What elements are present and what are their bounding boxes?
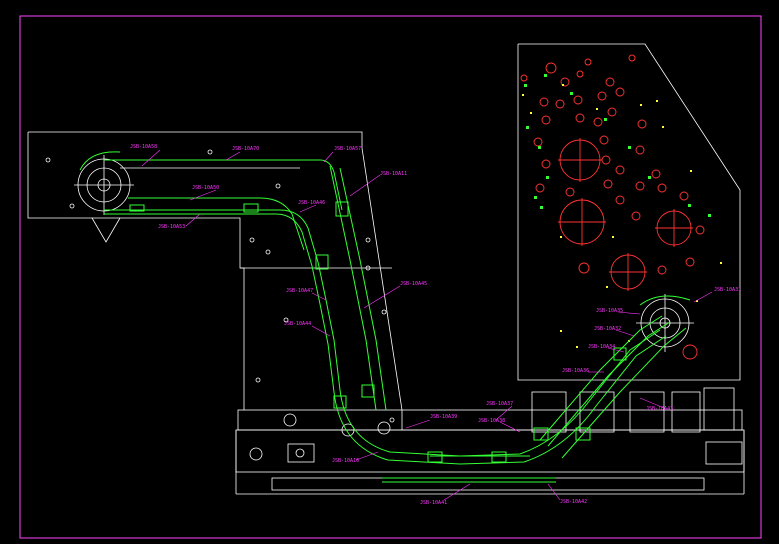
conveyor-chain — [79, 151, 691, 483]
part-label: JSB-10A38 — [478, 418, 505, 424]
leader-lines — [141, 149, 713, 501]
part-label: JSB-10A45 — [400, 281, 427, 287]
machine-outline — [27, 43, 745, 495]
part-label: JSB-10A43 — [646, 406, 673, 412]
chain-upper-run — [104, 159, 343, 211]
drawing-frame — [19, 15, 762, 539]
part-label: JSB-10A16 — [332, 458, 359, 464]
part-label: JSB-10A53 — [158, 224, 185, 230]
right-housing-holes — [520, 54, 705, 360]
left-housing-markers — [45, 149, 395, 423]
part-label: JSB-10A11 — [380, 171, 407, 177]
part-label: JSB-10A36 — [562, 368, 589, 374]
part-label: JSB-10A34 — [588, 344, 615, 350]
part-label: JSB-10A32 — [594, 326, 621, 332]
part-label: JSB-10A39 — [430, 414, 457, 420]
part-label: JSB-10A42 — [560, 499, 587, 505]
part-label: JSB-10A57 — [334, 146, 361, 152]
part-labels: JSB-10A58 JSB-10A70 JSB-10A57 JSB-10A11 … — [130, 144, 741, 506]
part-label: JSB-10A58 — [130, 144, 157, 150]
part-label: JSB-10A41 — [420, 500, 447, 506]
part-label: JSB-10A70 — [232, 146, 259, 152]
part-label: JSB-10A35 — [596, 308, 623, 314]
part-label: JSB-10A47 — [286, 288, 313, 294]
left-housing-outline — [28, 131, 403, 430]
part-label: JSB-10A50 — [192, 185, 219, 191]
green-markers — [524, 74, 711, 217]
right-housing-outline — [517, 43, 741, 381]
part-label: JSB-10A46 — [298, 200, 325, 206]
part-label: JSB-10A37 — [486, 401, 513, 407]
part-label: JSB-10A44 — [284, 321, 311, 327]
part-label: JSB-10A31 — [714, 287, 741, 293]
